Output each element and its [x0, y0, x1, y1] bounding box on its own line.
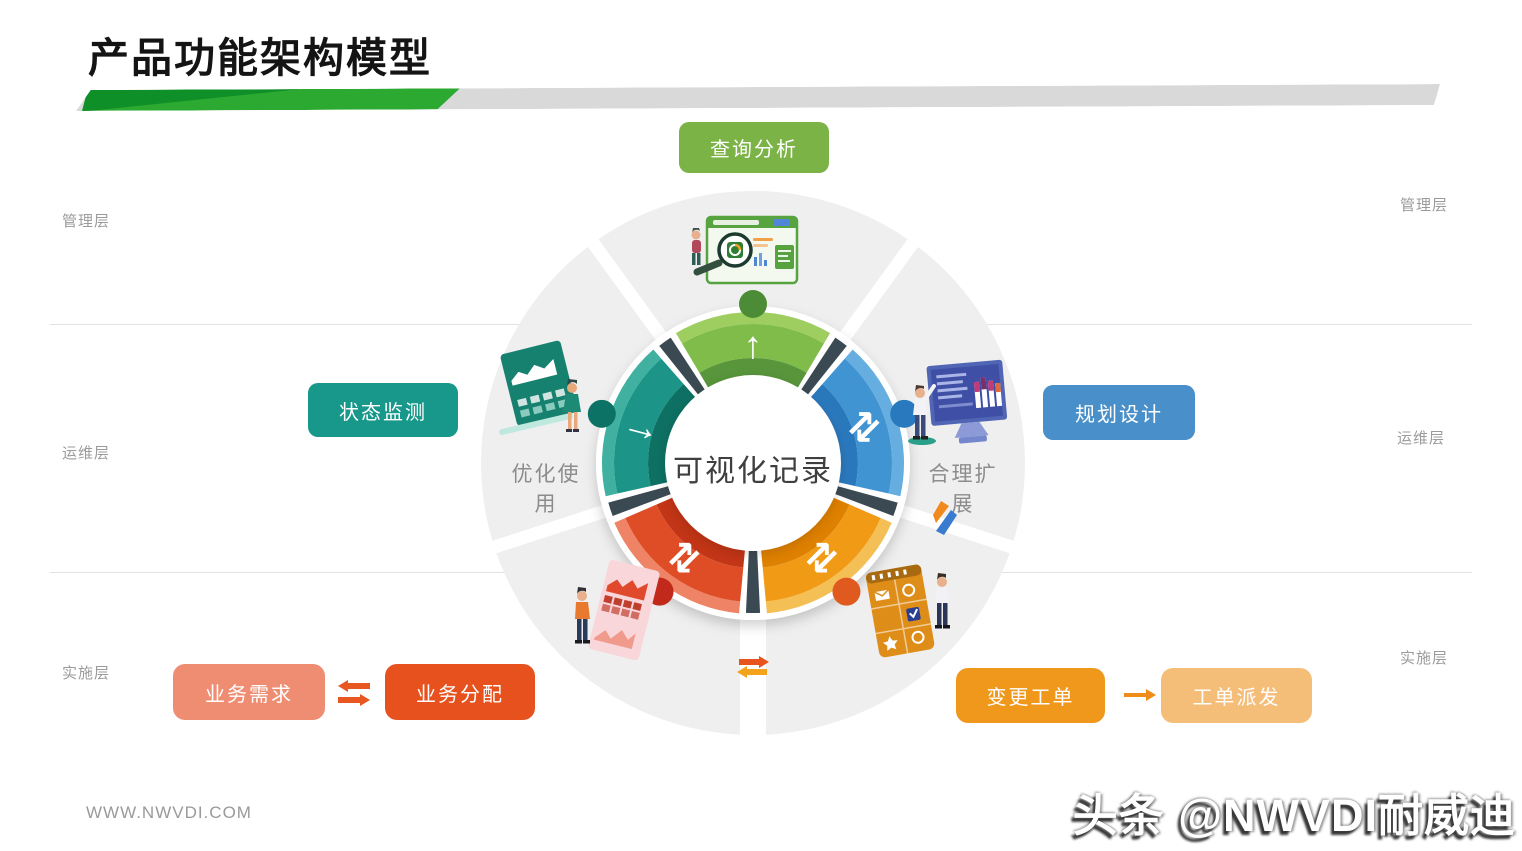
title-ribbon [76, 84, 1440, 111]
bottom-swap-icon [737, 656, 769, 678]
donut-segment-assign-inner [656, 497, 745, 568]
donut-center-circle [665, 375, 841, 551]
title-ribbon-green-shade [82, 88, 460, 111]
segment-separator [801, 337, 847, 395]
title-ribbon-green [82, 88, 460, 111]
demand-assign-swap-icon [338, 680, 370, 706]
donut-segment-dispatch [762, 504, 881, 602]
order-dispatch-button: 工单派发 [1161, 668, 1312, 723]
layer-label-operations-left: 运维层 [62, 445, 111, 462]
sector-label-expand: 合理扩展 [928, 463, 998, 516]
plan-design-illustration [908, 359, 1008, 445]
business-demand-button: 业务需求 [173, 664, 325, 720]
donut-segment-assign-outer [614, 517, 741, 614]
layer-label-implementation-left: 实施层 [62, 665, 111, 682]
layer-label-implementation-right: 实施层 [1400, 650, 1449, 667]
plan-design-button: 规划设计 [1043, 385, 1195, 440]
segment-separator [608, 486, 671, 517]
work-order-illustration [865, 564, 950, 658]
segment-dot-query [739, 290, 767, 318]
donut-segment-dispatch-outer [765, 517, 892, 614]
query-analysis-button: 查询分析 [679, 122, 829, 173]
segment-dot-plan [890, 399, 919, 428]
layer-label-management-left: 管理层 [62, 213, 111, 230]
status-monitor-button: 状态监测 [308, 383, 458, 437]
business-assign-button: 业务分配 [385, 664, 535, 720]
segment-icon-query: ↑ [744, 325, 763, 367]
optimize-usage-illustration [499, 340, 581, 435]
donut-segment-monitor [614, 358, 684, 494]
donut-ring [596, 306, 910, 620]
site-url: WWW.NWVDI.COM [86, 803, 252, 822]
page-title: 产品功能架构模型 [88, 35, 432, 81]
transfer-logo-icon [933, 501, 957, 535]
donut-segment-query-inner [699, 358, 807, 389]
donut-segment-query-outer [675, 312, 831, 344]
donut-segment-plan-outer [844, 349, 904, 497]
change-order-button: 变更工单 [956, 668, 1105, 723]
search-analysis-illustration [691, 215, 799, 285]
layer-label-operations-right: 运维层 [1397, 430, 1446, 447]
donut-center-label: 可视化记录 [673, 455, 833, 488]
segment-separator [835, 486, 898, 517]
segment-separator [659, 337, 705, 395]
donut-segment-dispatch-inner [761, 497, 850, 568]
donut-segment-plan [822, 358, 892, 494]
segment-dot-monitor [587, 399, 616, 428]
segment-dot-dispatch [832, 577, 861, 606]
donut-segment-monitor-outer [602, 349, 662, 497]
segment-separator [745, 550, 761, 613]
donut-segment-query [682, 324, 824, 373]
sector-label-optimize: 优化使用 [511, 463, 581, 516]
demand-analysis-illustration [575, 560, 660, 661]
watermark-text: 头条 @NWVDI耐威迪 [1072, 790, 1516, 841]
donut-segment-assign [625, 504, 744, 602]
change-dispatch-arrow-icon [1124, 689, 1156, 701]
layer-label-management-right: 管理层 [1400, 197, 1449, 214]
